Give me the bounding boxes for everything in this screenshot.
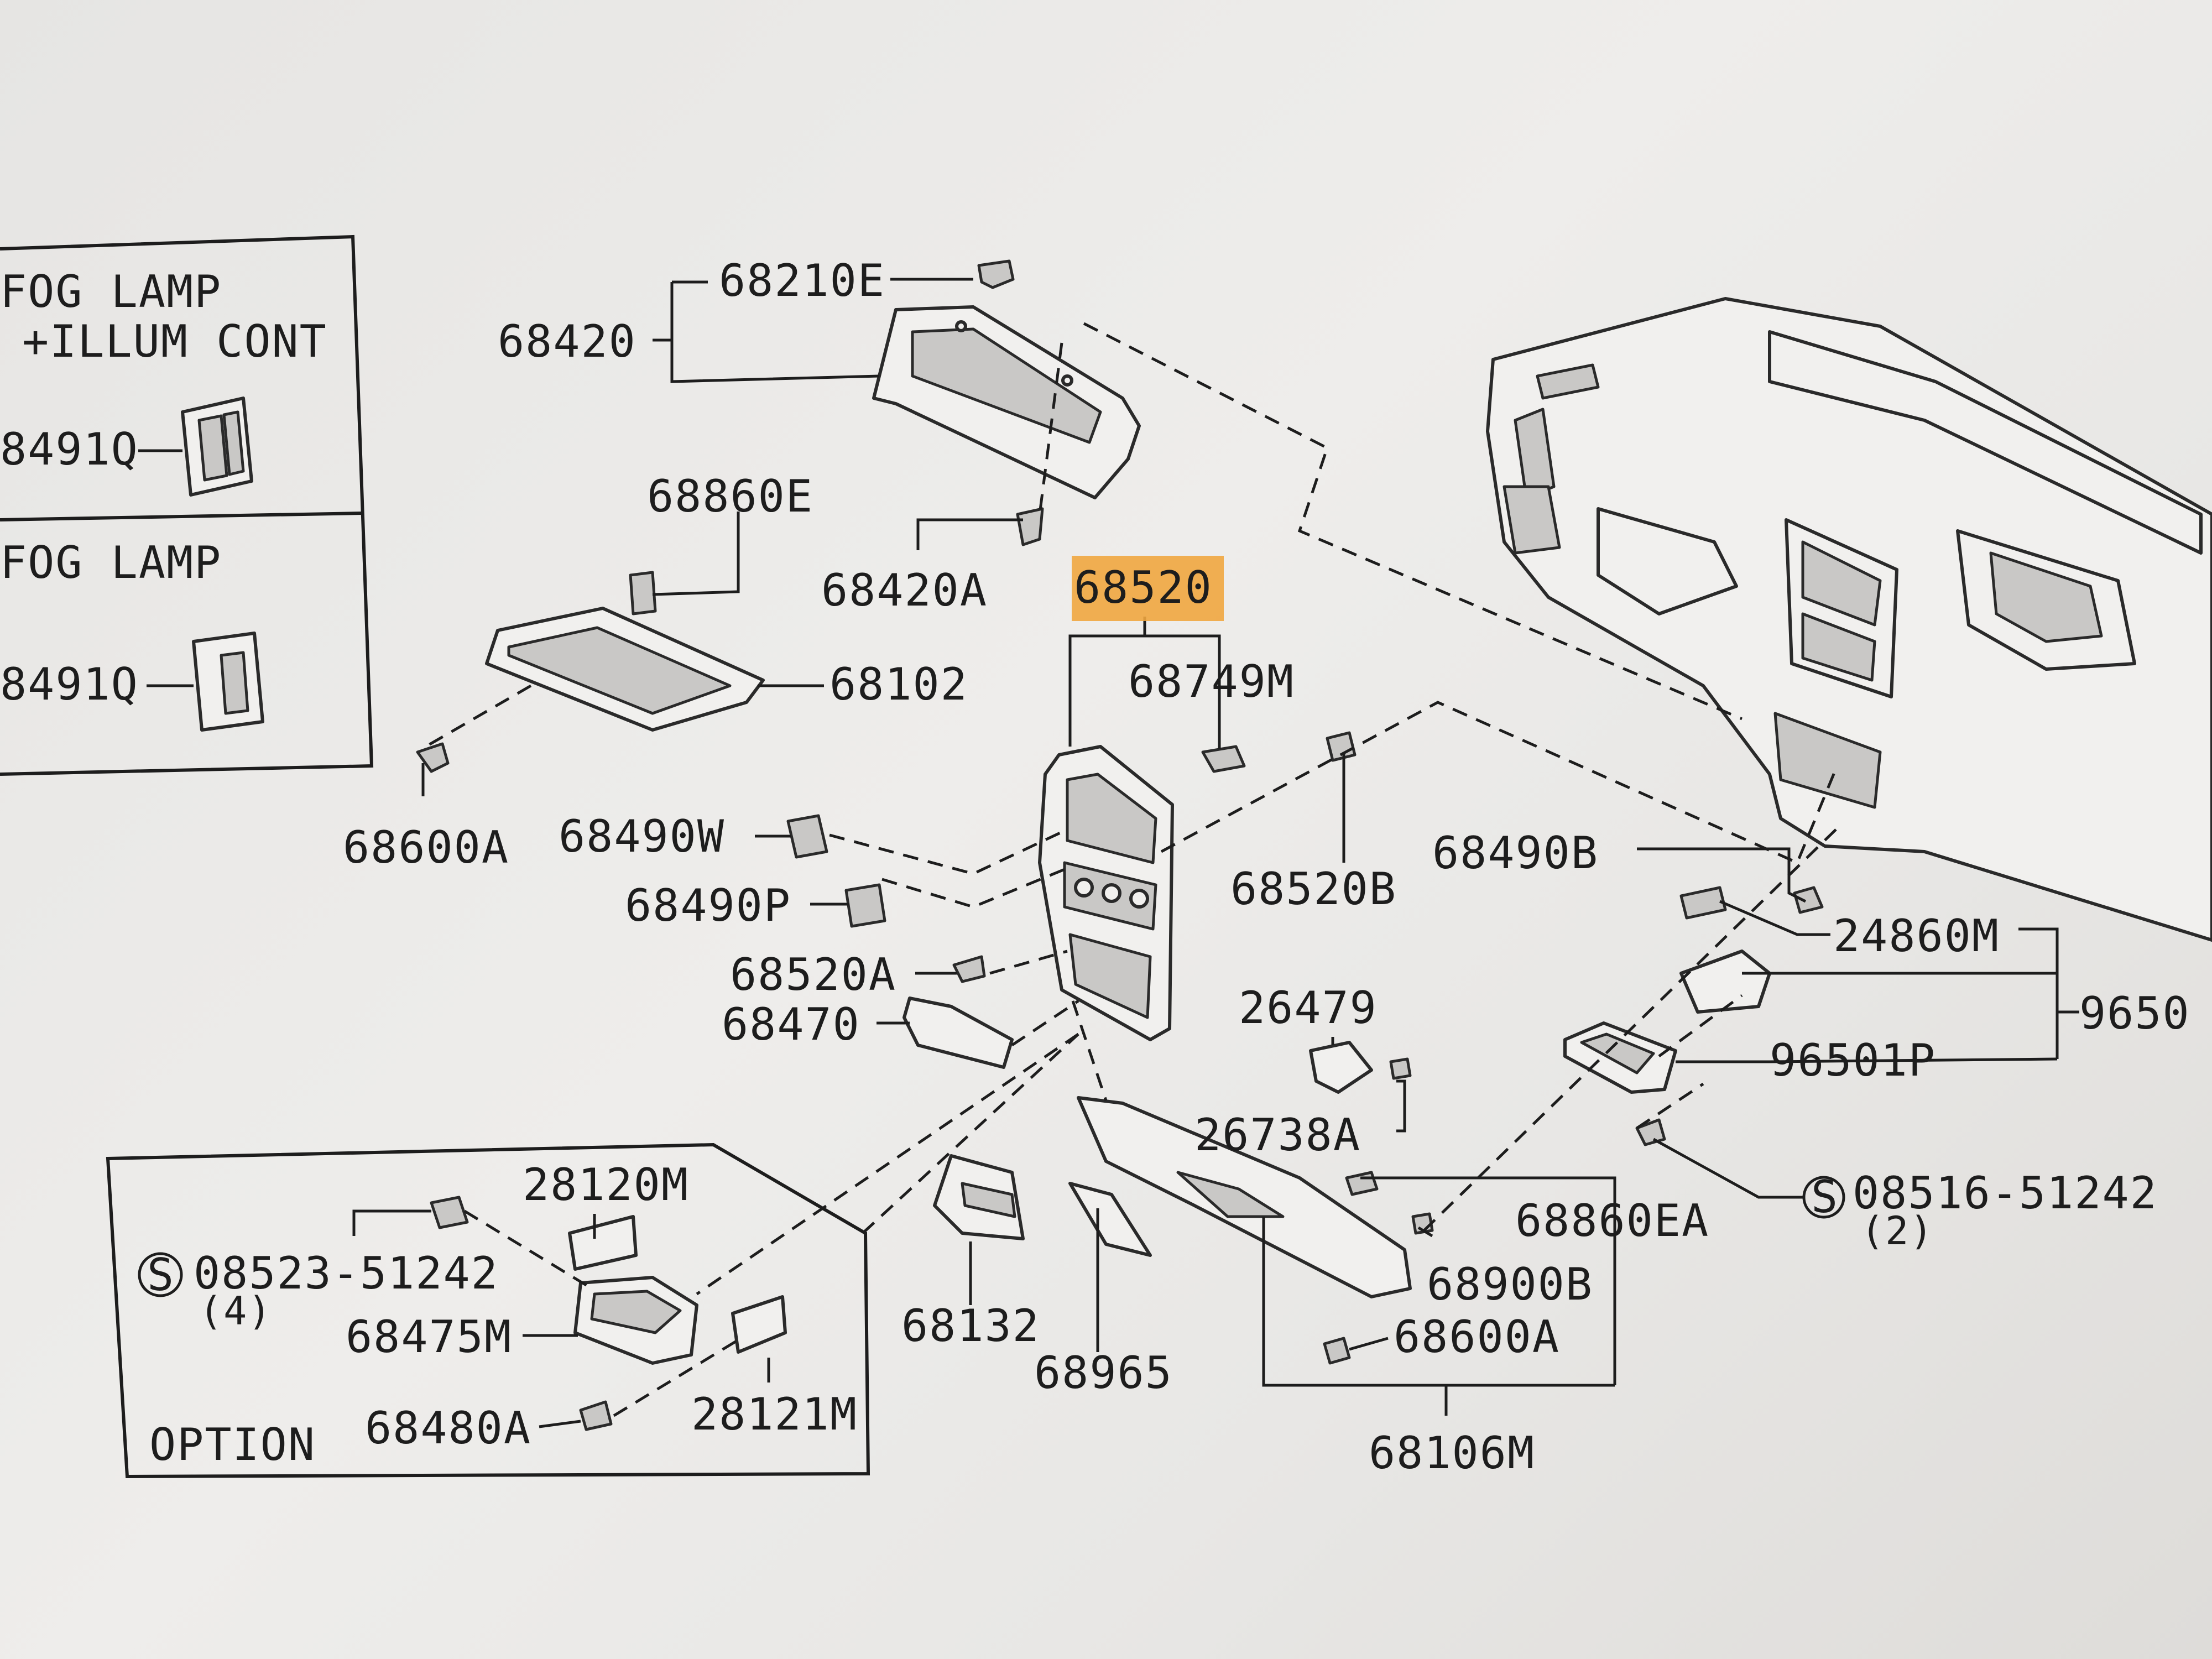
pocket-68475M: [573, 1276, 698, 1365]
label-68520B[interactable]: 68520B: [1230, 863, 1397, 915]
sensor-26479: [1309, 1041, 1373, 1094]
fog-lamp-panel-divider: [0, 512, 363, 521]
label-68106M[interactable]: 68106M: [1369, 1427, 1535, 1479]
label-68132[interactable]: 68132: [901, 1300, 1040, 1352]
screw-08523: [430, 1196, 469, 1229]
label-68520[interactable]: 68520: [1074, 562, 1213, 613]
clip-68210E: [977, 259, 1015, 289]
option-box-title: OPTION: [149, 1419, 316, 1470]
panel-68965: [1068, 1182, 1152, 1257]
switch-68490W: [786, 814, 828, 859]
fog-illum-title-2: +ILLUM CONT: [22, 316, 327, 367]
label-08516-51242[interactable]: 08516-51242: [1853, 1167, 2158, 1219]
highlight-68520: [1072, 556, 1224, 621]
label-9650[interactable]: 9650: [2079, 988, 2190, 1039]
label-08523-51242[interactable]: 08523-51242: [194, 1248, 499, 1299]
option-box: OPTION: [106, 1142, 870, 1479]
label-26738A[interactable]: 26738A: [1194, 1109, 1361, 1161]
label-68475M[interactable]: 68475M: [346, 1311, 512, 1363]
label-28120M[interactable]: 28120M: [523, 1159, 689, 1211]
svg-text:S: S: [1811, 1171, 1839, 1223]
label-24860M[interactable]: 24860M: [1833, 910, 2000, 962]
screw-68480A: [579, 1400, 613, 1431]
label-68490P[interactable]: 68490P: [625, 880, 791, 931]
svg-text:S: S: [147, 1249, 175, 1301]
label-68600A-right[interactable]: 68600A: [1394, 1311, 1560, 1363]
fog-part-label: 8491Q: [0, 659, 139, 710]
pocket-68470: [902, 997, 1014, 1069]
label-68420[interactable]: 68420: [498, 316, 637, 367]
leader-lines: [352, 278, 2079, 1428]
fog-illum-part-label: 8491Q: [0, 424, 139, 475]
label-68102[interactable]: 68102: [830, 659, 968, 710]
fog-illum-switch-icon: [181, 397, 253, 497]
clip-68749M: [1201, 745, 1246, 773]
standard-part-icon-08523: S: [138, 1249, 183, 1301]
instrument-panel-assembly: [1486, 297, 2212, 942]
label-28121M[interactable]: 28121M: [691, 1389, 858, 1440]
screw-68600A-left: [416, 742, 450, 773]
bracket-28121M: [731, 1295, 787, 1354]
clip-68520B: [1326, 731, 1357, 762]
label-68965[interactable]: 68965: [1034, 1347, 1173, 1399]
fog-lamp-panel-frame: [0, 234, 374, 776]
label-08516-qty: (2): [1861, 1208, 1934, 1254]
label-26479[interactable]: 26479: [1239, 982, 1378, 1034]
cover-68102: [485, 607, 765, 732]
screw-68600A-right: [1323, 1337, 1351, 1365]
fog-illum-title-1: FOG LAMP: [0, 266, 222, 317]
cluster-lid-68420: [872, 305, 1141, 499]
clip-68860EA: [1345, 1171, 1379, 1196]
part-labels: 68210E 68420 68860E 68420A 68520 68749M …: [138, 255, 2190, 1479]
clip-68860E: [629, 571, 657, 615]
connector-24860M: [1679, 886, 1727, 920]
cluster-finisher-68520: [1038, 745, 1174, 1041]
screw-08516: [1635, 1118, 1666, 1146]
screw-68520A: [952, 955, 986, 983]
option-box-frame: [106, 1142, 870, 1479]
switch-68490P: [844, 883, 886, 928]
fog-title: FOG LAMP: [0, 537, 222, 588]
lower-panel-68106M: [1077, 1096, 1412, 1298]
plug-26738A: [1389, 1057, 1412, 1080]
label-68420A[interactable]: 68420A: [821, 565, 988, 616]
label-68860EA[interactable]: 68860EA: [1515, 1195, 1709, 1246]
label-68210E[interactable]: 68210E: [719, 255, 885, 306]
label-68860E[interactable]: 68860E: [647, 471, 813, 522]
assembly-lines: [425, 322, 1838, 1417]
label-68749M[interactable]: 68749M: [1128, 656, 1295, 707]
label-68600A-left[interactable]: 68600A: [343, 822, 509, 873]
clock-9650: [1679, 950, 1771, 1014]
bracket-28120M: [568, 1215, 638, 1271]
label-68490W[interactable]: 68490W: [559, 811, 725, 862]
label-96501P[interactable]: 96501P: [1770, 1035, 1936, 1086]
fog-lamp-panel: FOG LAMP +ILLUM CONT 8491Q FOG LAMP 8491…: [0, 234, 374, 776]
label-08523-qty: (4): [199, 1288, 272, 1334]
lid-screw-68420A: [1016, 507, 1044, 546]
label-68520A[interactable]: 68520A: [730, 949, 896, 1000]
fog-switch-icon: [192, 632, 264, 732]
ashtray-96501P: [1563, 1021, 1677, 1094]
label-68470[interactable]: 68470: [722, 999, 860, 1050]
label-68480A[interactable]: 68480A: [365, 1402, 531, 1454]
standard-part-icon-08516: S: [1802, 1171, 1845, 1223]
bracket-68132: [933, 1154, 1025, 1240]
label-68900B[interactable]: 68900B: [1427, 1259, 1593, 1310]
bulb-68490B: [1793, 886, 1824, 914]
label-68490B[interactable]: 68490B: [1432, 827, 1599, 879]
